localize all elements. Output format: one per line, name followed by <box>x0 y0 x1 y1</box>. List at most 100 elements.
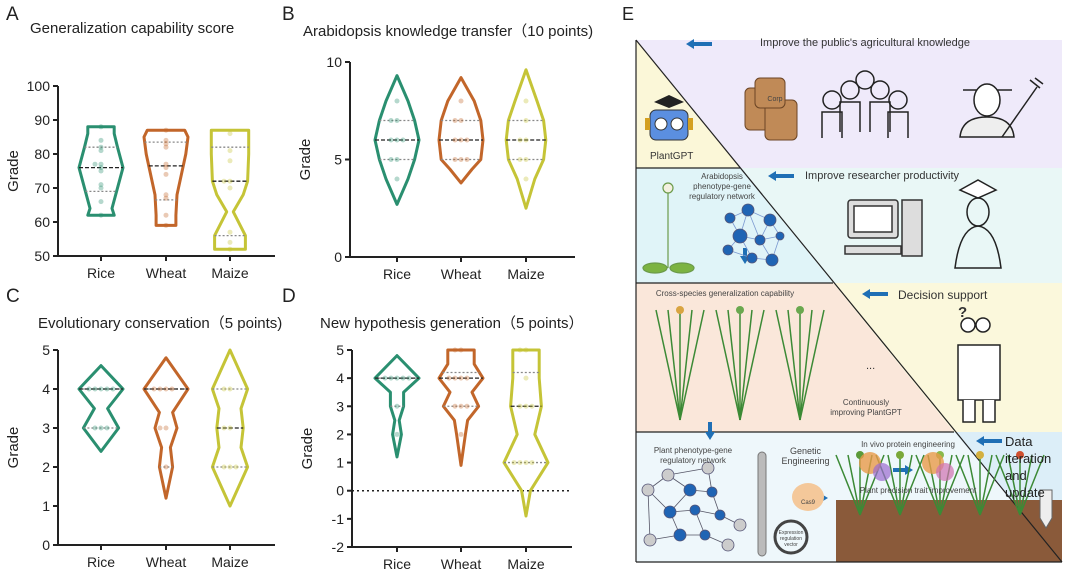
data-point <box>458 98 464 104</box>
crop-leaf <box>979 454 993 516</box>
crop-leaf <box>915 454 941 516</box>
text-cross-species: Cross-species generalization capability <box>655 289 795 298</box>
y-tick-label: 2 <box>42 459 50 475</box>
scientist-icon <box>957 317 1001 423</box>
panel-d-title: New hypothesis generation（5 points） <box>320 315 584 332</box>
x-tick-label-wheat: Wheat <box>146 265 187 281</box>
data-point <box>452 137 458 143</box>
data-point <box>458 403 464 409</box>
crop-leaf <box>995 454 1021 516</box>
crop-leaf <box>715 309 741 421</box>
text-corp: Corp <box>767 96 783 103</box>
network-node <box>706 486 718 498</box>
data-point <box>227 131 233 137</box>
data-point <box>523 403 529 409</box>
network-node <box>732 228 748 244</box>
x-tick-label-wheat: Wheat <box>441 556 482 572</box>
data-point <box>110 386 116 392</box>
data-point <box>227 158 233 164</box>
data-point <box>151 386 157 392</box>
y-tick-label: 60 <box>34 214 50 230</box>
data-point <box>523 137 529 143</box>
network-node <box>733 518 747 532</box>
network-edge <box>667 467 709 476</box>
data-point <box>92 161 98 167</box>
data-point <box>388 137 394 143</box>
y-tick-label: -2 <box>332 539 345 555</box>
data-point <box>233 464 239 470</box>
violin-wheat <box>437 348 485 467</box>
data-point <box>221 464 227 470</box>
crop-leaf <box>679 309 705 421</box>
text-genetic-engineering: Genetic Engineering <box>781 446 830 466</box>
gene-network-icon <box>641 461 747 552</box>
data-point <box>523 375 529 381</box>
data-point <box>464 157 470 162</box>
data-point <box>394 176 400 182</box>
y-tick-label: 90 <box>34 112 50 128</box>
y-axis-label: Grade <box>299 428 316 470</box>
text-vector: Expression regulation vector <box>778 530 804 548</box>
panel-label-c: C <box>6 286 20 307</box>
arrow-down-icon <box>705 422 715 440</box>
crop-head <box>1016 451 1024 459</box>
grain-sacks-icon <box>744 77 798 141</box>
crop-leaf <box>1019 454 1033 516</box>
y-tick-label: -1 <box>332 511 345 527</box>
text-cas9: Cas9 <box>800 500 815 506</box>
data-point <box>452 118 458 123</box>
data-point <box>394 403 400 409</box>
y-tick-label: 0 <box>336 483 344 499</box>
x-tick-label-wheat: Wheat <box>146 554 187 570</box>
network-node <box>765 253 779 267</box>
crop-leaf <box>679 309 693 421</box>
data-point <box>98 148 104 154</box>
data-point <box>163 137 169 143</box>
crop-leaf <box>899 454 913 516</box>
violin-maize <box>502 348 550 518</box>
panel-a-title: Generalization capability score <box>30 20 235 37</box>
data-point <box>388 118 394 123</box>
data-point <box>163 144 169 150</box>
network-node <box>775 231 785 241</box>
data-point <box>157 425 163 431</box>
data-point <box>464 137 470 143</box>
data-point <box>92 386 98 392</box>
x-tick-label-rice: Rice <box>87 554 115 570</box>
crop-leaf <box>939 454 953 516</box>
data-point <box>98 386 104 392</box>
data-point <box>98 124 104 130</box>
data-point <box>163 425 169 431</box>
crop-leaf <box>655 309 681 421</box>
data-point <box>523 118 529 123</box>
network-node <box>663 505 677 519</box>
y-tick-label: 2 <box>336 426 344 442</box>
network-node <box>722 244 734 256</box>
data-point <box>221 178 227 184</box>
arrow-left-icon <box>862 289 888 299</box>
crop-leaf <box>967 454 981 516</box>
data-point <box>227 246 233 252</box>
network-node <box>741 203 755 217</box>
data-point <box>388 157 394 162</box>
y-tick-label: 10 <box>326 54 342 70</box>
network-icon <box>722 203 785 267</box>
arrow-left-icon <box>768 171 794 181</box>
crop-leaf <box>859 454 885 516</box>
data-point <box>163 222 169 228</box>
y-axis-label: Grade <box>5 150 22 192</box>
network-node <box>754 234 766 246</box>
robot-icon <box>645 95 693 141</box>
network-edge <box>647 489 651 541</box>
network-node <box>641 483 655 497</box>
data-point <box>458 157 464 162</box>
data-point <box>163 386 169 392</box>
data-point <box>446 375 452 381</box>
crowd-icon <box>821 70 909 138</box>
data-point <box>523 347 529 353</box>
panel-label-b: B <box>282 4 295 25</box>
